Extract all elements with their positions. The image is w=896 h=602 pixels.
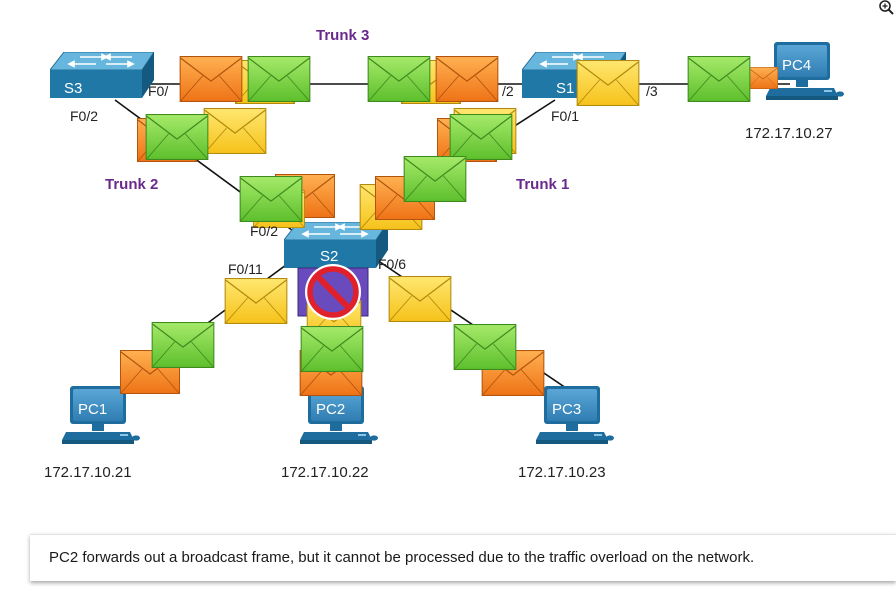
- frame-envelope: [300, 326, 364, 372]
- frame-envelope: [367, 56, 431, 102]
- port-label-s2-f02: F0/2: [250, 223, 278, 239]
- pc2-label: PC2: [316, 401, 345, 418]
- frame-envelope: [151, 322, 215, 368]
- port-label-s1-f03: /3: [646, 83, 658, 99]
- port-label-s1-f02: /2: [502, 83, 514, 99]
- pc1-label: PC1: [78, 401, 107, 418]
- pc1-ip: 172.17.10.21: [44, 464, 132, 481]
- port-label-s3-f01: F0/: [148, 83, 168, 99]
- frame-envelope: [247, 56, 311, 102]
- pc3-label: PC3: [552, 401, 581, 418]
- switch-s2[interactable]: S2: [284, 222, 388, 269]
- prohibited-icon: [305, 264, 361, 320]
- frame-envelope: [145, 114, 209, 160]
- pc2[interactable]: PC2: [300, 386, 378, 444]
- pc3[interactable]: PC3: [536, 386, 614, 444]
- frame-envelope: [435, 56, 499, 102]
- frame-envelope: [576, 60, 640, 106]
- network-diagram: S3 S1 S2 PC1 PC2 PC3 PC4: [44, 27, 844, 481]
- pc3-ip: 172.17.10.23: [518, 464, 606, 481]
- caption-box: PC2 forwards out a broadcast frame, but …: [30, 534, 896, 581]
- switch-s3[interactable]: S3: [50, 52, 154, 99]
- pc4[interactable]: PC4: [766, 42, 844, 100]
- frame-envelope: [449, 114, 513, 160]
- frame-envelope: [748, 66, 778, 90]
- trunk2-label: Trunk 2: [105, 176, 158, 193]
- port-label-s3-f02: F0/2: [70, 108, 98, 124]
- frame-envelope: [388, 276, 452, 322]
- switch-s1-label: S1: [556, 80, 574, 97]
- port-label-s1-f01: F0/1: [551, 108, 579, 124]
- frame-envelope: [453, 324, 517, 370]
- port-label-s2-f06: F0/6: [378, 256, 406, 272]
- zoom-in-icon[interactable]: [876, 0, 896, 16]
- frame-envelope: [224, 278, 288, 324]
- frame-envelope: [179, 56, 243, 102]
- pc4-ip: 172.17.10.27: [745, 125, 833, 142]
- pc2-ip: 172.17.10.22: [281, 464, 369, 481]
- switch-s1[interactable]: S1: [522, 52, 626, 99]
- pc1[interactable]: PC1: [62, 386, 140, 444]
- broadcast-frames: [119, 56, 778, 396]
- frame-envelope: [403, 156, 467, 202]
- switch-s2-label: S2: [320, 248, 338, 265]
- port-label-s2-f011: F0/11: [228, 261, 263, 277]
- switch-s3-label: S3: [64, 80, 82, 97]
- frame-envelope: [687, 56, 751, 102]
- caption-text: PC2 forwards out a broadcast frame, but …: [49, 549, 755, 566]
- trunk3-label: Trunk 3: [316, 27, 369, 44]
- frame-envelope: [239, 176, 303, 222]
- frame-envelope: [203, 108, 267, 154]
- trunk1-label: Trunk 1: [516, 176, 569, 193]
- pc4-label: PC4: [782, 57, 811, 74]
